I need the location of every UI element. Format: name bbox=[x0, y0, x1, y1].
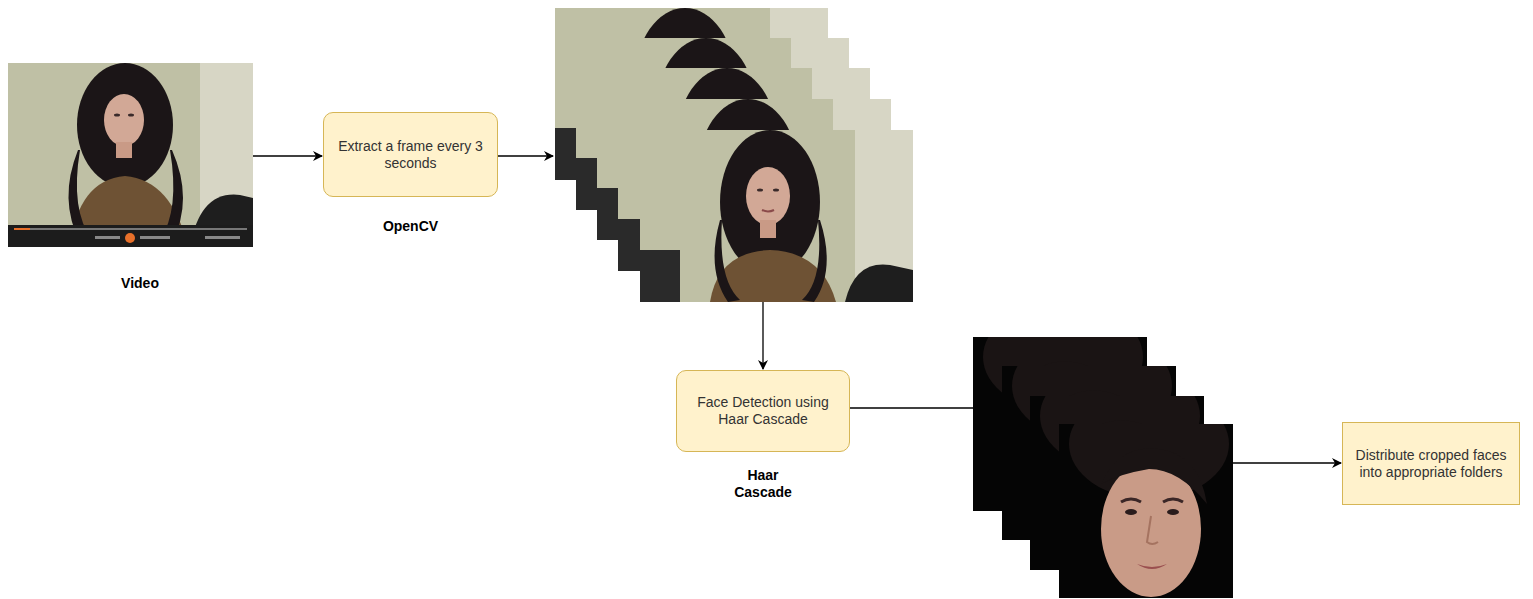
art-line bbox=[498, 155, 553, 156]
art-ellipse bbox=[104, 94, 144, 146]
box-text: Distribute cropped faces into appropriat… bbox=[1349, 447, 1513, 481]
art-line bbox=[14, 228, 30, 230]
art-line bbox=[253, 155, 322, 156]
art-rect bbox=[205, 236, 240, 239]
art-rect bbox=[8, 225, 253, 247]
art-line bbox=[1233, 462, 1341, 463]
art-use bbox=[1059, 389, 1233, 598]
art-ellipse bbox=[128, 114, 134, 117]
art-line bbox=[762, 302, 763, 369]
flow-arrows bbox=[253, 156, 1341, 463]
box-text: Extract a frame every 3 seconds bbox=[330, 138, 491, 172]
art-line bbox=[850, 407, 973, 408]
art-rect bbox=[8, 63, 253, 247]
tool-caption: OpenCV bbox=[383, 218, 438, 235]
tool-caption: Haar Cascade bbox=[723, 467, 803, 501]
image-label: Video bbox=[121, 275, 159, 292]
face-stack bbox=[973, 302, 1233, 598]
art-circle bbox=[125, 233, 135, 243]
process-box: Extract a frame every 3 secondsOpenCV bbox=[323, 112, 498, 197]
art-rect bbox=[95, 236, 120, 239]
process-box: Distribute cropped faces into appropriat… bbox=[1342, 422, 1520, 505]
art-ellipse bbox=[77, 63, 173, 187]
art-use bbox=[640, 130, 913, 302]
video-thumbnail bbox=[8, 63, 253, 247]
art-rect bbox=[116, 142, 132, 158]
box-text: Face Detection using Haar Cascade bbox=[683, 394, 843, 428]
frame-stack bbox=[555, 8, 913, 302]
art-ellipse bbox=[114, 114, 120, 117]
art-line bbox=[14, 228, 247, 230]
art-rect bbox=[140, 236, 170, 239]
process-box: Face Detection using Haar CascadeHaar Ca… bbox=[676, 370, 850, 452]
